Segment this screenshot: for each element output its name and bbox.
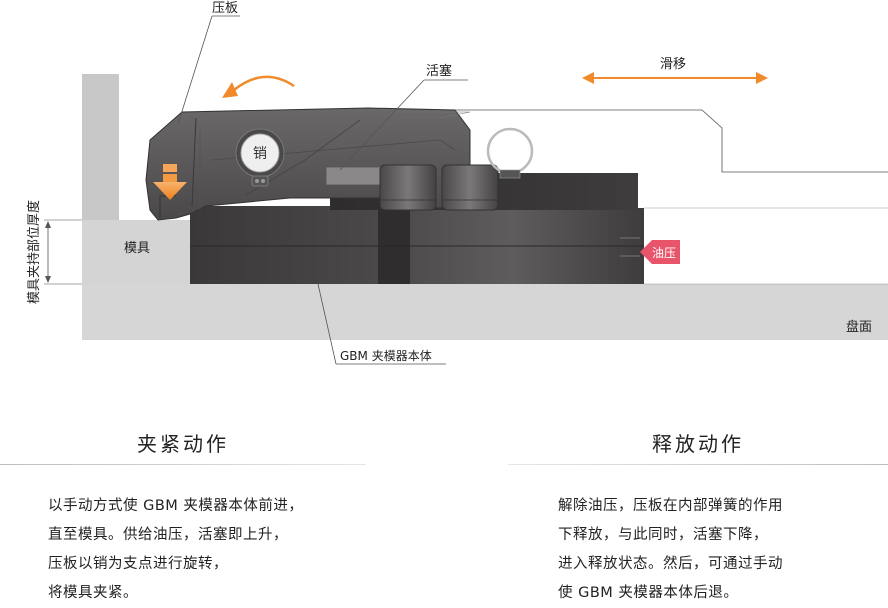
piston-label: 活塞 (426, 63, 452, 79)
left-wall (82, 74, 119, 222)
clamp-line: 压板以销为支点进行旋转， (48, 556, 228, 572)
clamp-line: 将模具夹紧。 (48, 585, 138, 601)
release-title: 释放动作 (652, 432, 744, 456)
clamp-line: 以手动方式使 GBM 夹模器本体前进， (48, 498, 304, 514)
release-line: 解除油压，压板在内部弹簧的作用 (558, 498, 783, 514)
thickness-dimension (44, 219, 82, 285)
slide-label: 滑移 (660, 57, 686, 72)
pressure-plate-label: 压板 (212, 1, 238, 16)
clamp-description: 以手动方式使 GBM 夹模器本体前进， 直至模具。供给油压，活塞即上升， 压板以… (48, 492, 303, 608)
clamp-line: 直至模具。供给油压，活塞即上升， (48, 527, 288, 543)
release-line: 进入释放状态。然后，可通过手动 (558, 556, 783, 572)
oil-pressure-label: 油压 (652, 246, 676, 260)
lifting-ring (486, 127, 534, 175)
release-description: 解除油压，压板在内部弹簧的作用 下释放，与此同时，活塞下降， 进入释放状态。然后… (558, 492, 783, 608)
clamp-divider (0, 464, 366, 465)
gbm-body-rear (190, 206, 380, 284)
platen-label: 盘面 (846, 319, 872, 335)
clamp-title: 夹紧动作 (137, 432, 229, 456)
mold-label: 模具 (124, 241, 150, 256)
rotation-arrow (222, 75, 295, 98)
gbm-body-label: GBM 夹模器本体 (340, 349, 432, 363)
mold-clamp-thickness-label: 模具夹持部位厚度 (26, 200, 42, 304)
release-line: 使 GBM 夹模器本体后退。 (558, 585, 739, 601)
slide-arrow (582, 72, 768, 84)
mold-block (82, 220, 192, 284)
clamp-down-arrow (153, 164, 187, 200)
slide-outline (455, 109, 888, 173)
pin-label: 销 (253, 146, 267, 162)
piston-right (441, 164, 499, 211)
platen (82, 284, 888, 340)
release-divider (508, 464, 888, 465)
clamp-diagram: 油压 模具夹持部位厚度 压板 活塞 滑移 销 模具 盘面 GBM 夹模器本体 (26, 1, 888, 365)
oil-pressure-arrow: 油压 (640, 240, 680, 264)
release-line: 下释放，与此同时，活塞下降， (558, 527, 768, 543)
piston-left (379, 164, 437, 211)
